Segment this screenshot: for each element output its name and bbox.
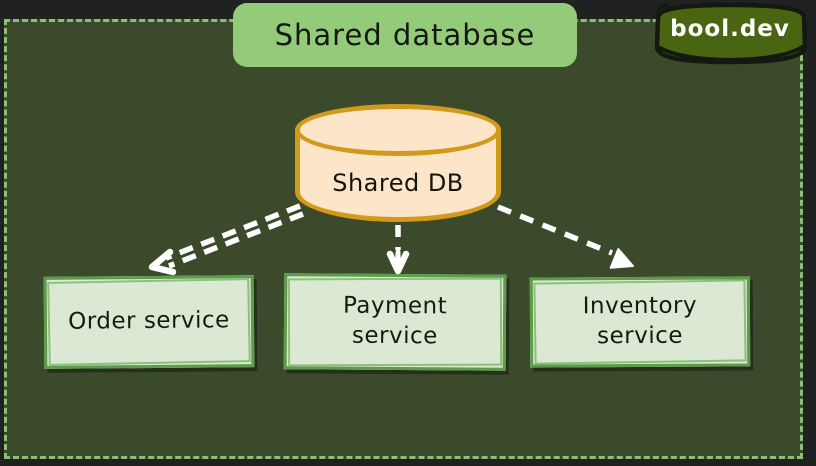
service-box-order: Order service — [43, 275, 255, 369]
bool-dev-logo: bool.dev — [648, 1, 812, 67]
service-label-payment: Payment service — [342, 292, 448, 350]
service-box-inventory: Inventory service — [529, 276, 751, 368]
db-label: Shared DB — [332, 169, 464, 197]
service-label-inventory: Inventory service — [582, 292, 698, 350]
logo-barrel-icon — [654, 2, 808, 65]
diagram-panel — [4, 19, 803, 459]
diagram-title: Shared database — [274, 18, 536, 52]
diagram-title-box: Shared database — [233, 3, 577, 67]
logo-text: bool.dev — [670, 16, 790, 42]
service-box-payment: Payment service — [283, 273, 507, 371]
shared-db-cylinder: Shared DB — [295, 104, 501, 222]
service-label-order: Order service — [68, 307, 230, 335]
db-cylinder-top — [295, 104, 501, 156]
